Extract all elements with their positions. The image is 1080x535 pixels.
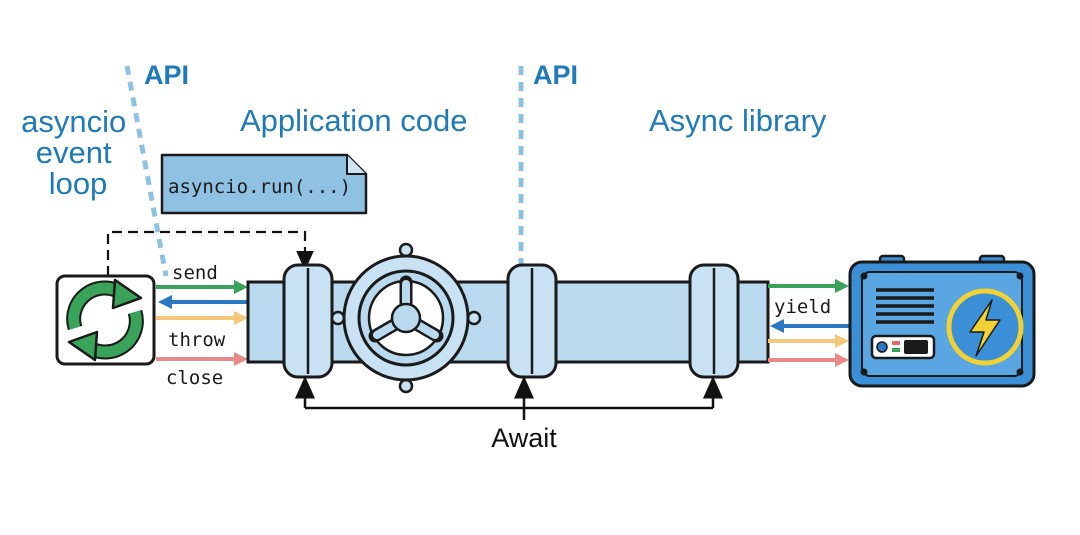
await-label: Await bbox=[491, 423, 557, 453]
event-loop-label-line1: asyncio bbox=[21, 104, 126, 139]
event-loop-label-line3: loop bbox=[49, 166, 108, 201]
code-note-text: asyncio.run(...) bbox=[168, 176, 351, 198]
event-loop-label-line2: event bbox=[36, 135, 112, 170]
event-loop-box bbox=[55, 274, 156, 366]
await-bracket bbox=[295, 376, 723, 420]
code-note: asyncio.run(...) bbox=[160, 153, 368, 215]
pipe-flange-2 bbox=[506, 263, 558, 379]
application-code-label: Application code bbox=[240, 103, 468, 138]
close-label: close bbox=[166, 367, 223, 389]
pipe-flange-3 bbox=[688, 263, 740, 379]
send-label: send bbox=[172, 262, 218, 284]
event-loop-label: asyncio event loop bbox=[21, 104, 135, 201]
async-library-label: Async library bbox=[649, 103, 827, 138]
yield-label: yield bbox=[774, 296, 831, 318]
api-divider-left bbox=[124, 65, 169, 277]
throw-label: throw bbox=[168, 329, 226, 351]
run-connector bbox=[106, 230, 314, 276]
valve-wheel-icon bbox=[330, 242, 482, 394]
left-arrows bbox=[156, 280, 248, 366]
generator-lightning-icon bbox=[848, 254, 1036, 388]
bolt-icon bbox=[969, 299, 1001, 357]
cycle-arrows-icon bbox=[66, 278, 144, 362]
pipe-flange-1 bbox=[282, 263, 334, 379]
api-label-right: API bbox=[533, 60, 578, 90]
api-label-left: API bbox=[144, 60, 189, 90]
generator-vents bbox=[876, 288, 934, 324]
right-arrows bbox=[768, 279, 849, 367]
